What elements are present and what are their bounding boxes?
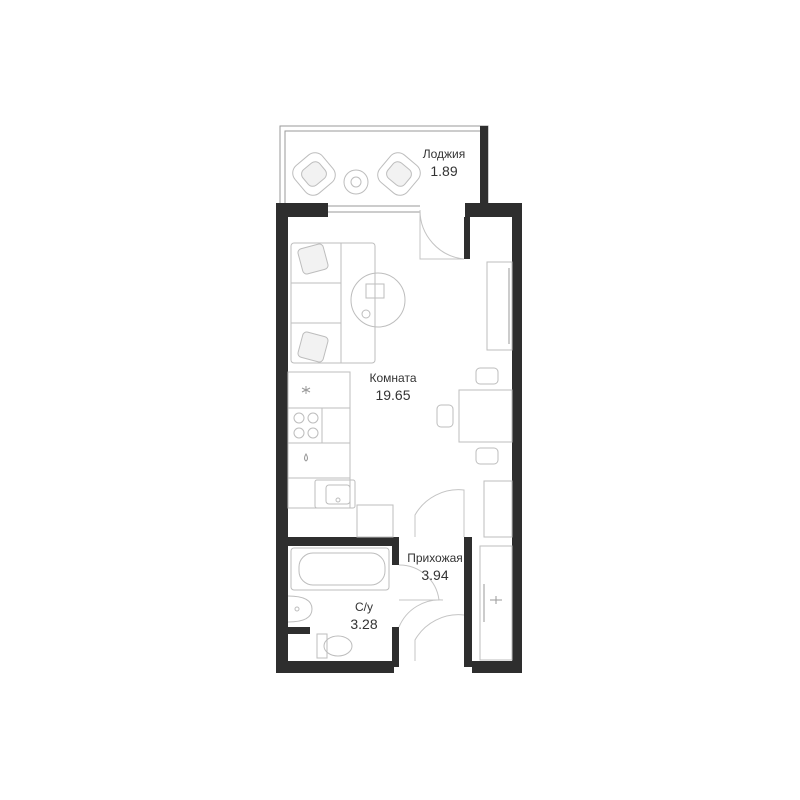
- washbasin-icon: [287, 595, 313, 623]
- tv-stand-icon: [486, 261, 513, 351]
- bathroom-name: С/у: [355, 600, 373, 614]
- armchair-left-icon: [292, 152, 336, 196]
- wall-bottom-left: [276, 661, 394, 673]
- hallway-area: 3.94: [421, 567, 448, 583]
- walls: [276, 203, 522, 673]
- wall-hall-right: [464, 537, 472, 667]
- loggia-side-wall: [480, 126, 488, 206]
- stove-icon: [293, 412, 319, 439]
- wall-right: [512, 203, 522, 673]
- freezer-icon: [301, 386, 311, 394]
- bathtub-icon: [290, 547, 390, 591]
- wall-left: [276, 203, 288, 673]
- hallway-name: Прихожая: [407, 551, 463, 565]
- fridge-icon: [356, 504, 394, 538]
- hallway-door-upper: [398, 564, 440, 601]
- coat-rack-icon: [479, 545, 513, 661]
- loggia-name: Лоджия: [423, 147, 466, 161]
- bathroom-area: 3.28: [350, 616, 377, 632]
- wall-bathroom-niche: [288, 627, 310, 634]
- front-door: [414, 614, 465, 661]
- sink-icon: [314, 479, 356, 509]
- coffee-table-icon: [343, 169, 369, 195]
- armchair-right-icon: [377, 152, 421, 196]
- sofa-icon: [290, 242, 376, 364]
- loggia-window: [328, 205, 420, 213]
- toilet-icon: [316, 633, 353, 659]
- kitchen-counter: [287, 371, 351, 509]
- round-table-icon: [350, 272, 406, 328]
- wall-bathroom-side-lower: [392, 627, 399, 667]
- wall-loggia-door-jamb: [464, 217, 470, 259]
- wall-top-left: [276, 203, 328, 217]
- loggia: Лоджия 1.89: [279, 125, 489, 206]
- wall-bottom-right: [472, 661, 522, 673]
- wall-top-right: [465, 203, 522, 217]
- bathroom-door: [398, 599, 444, 628]
- loggia-glazing: [284, 130, 480, 203]
- wardrobe-icon: [483, 480, 513, 538]
- wall-bathroom-side-upper: [392, 537, 399, 565]
- entrance-door: [414, 489, 465, 537]
- room-area: 19.65: [375, 387, 410, 403]
- dining-table-icon: [436, 367, 513, 465]
- loggia-door: [419, 209, 465, 260]
- loggia-area: 1.89: [430, 163, 457, 179]
- wall-bathroom-top: [288, 537, 394, 546]
- water-drop-icon: [304, 453, 308, 462]
- room-name: Комната: [370, 371, 417, 385]
